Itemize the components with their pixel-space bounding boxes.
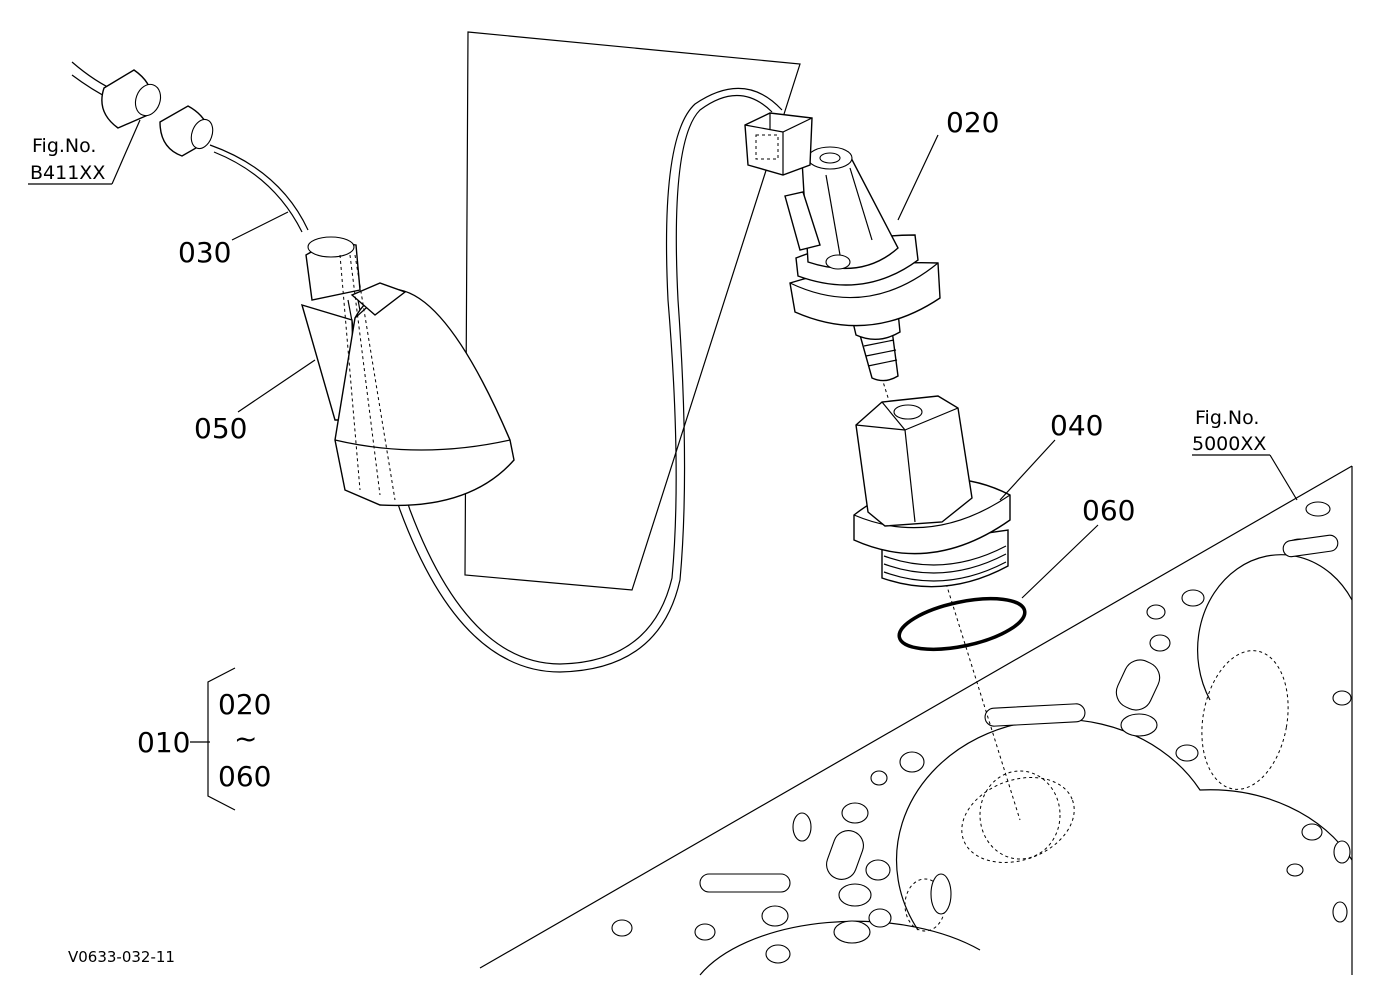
fig-ref-label-1: Fig.No. bbox=[32, 135, 96, 157]
boot-icon bbox=[300, 236, 515, 507]
assembly-range-separator: ~ bbox=[234, 722, 257, 755]
callout-020[interactable]: 020 bbox=[946, 106, 999, 139]
o-ring-icon bbox=[897, 596, 1027, 652]
drawing-code: V0633-032-11 bbox=[68, 948, 175, 966]
fig-ref-number-2[interactable]: 5000XX bbox=[1192, 433, 1266, 455]
callout-060[interactable]: 060 bbox=[1082, 494, 1135, 527]
pressure-switch-icon bbox=[744, 112, 941, 382]
assembly-range-start: 020 bbox=[218, 688, 271, 721]
cylinder-head-icon bbox=[479, 465, 1353, 976]
adapter-icon bbox=[853, 395, 1011, 588]
wire-lead-icon bbox=[71, 61, 783, 673]
fig-ref-number-1[interactable]: B411XX bbox=[30, 162, 105, 184]
leader-lines bbox=[28, 119, 1298, 599]
assembly-parent-010[interactable]: 010 bbox=[137, 726, 190, 759]
assembly-range-end: 060 bbox=[218, 760, 271, 793]
reference-plane bbox=[464, 31, 801, 591]
callout-030[interactable]: 030 bbox=[178, 236, 231, 269]
assembly-bracket bbox=[190, 667, 236, 811]
fig-ref-label-2: Fig.No. bbox=[1195, 407, 1259, 429]
callout-040[interactable]: 040 bbox=[1050, 409, 1103, 442]
callout-050[interactable]: 050 bbox=[194, 412, 247, 445]
